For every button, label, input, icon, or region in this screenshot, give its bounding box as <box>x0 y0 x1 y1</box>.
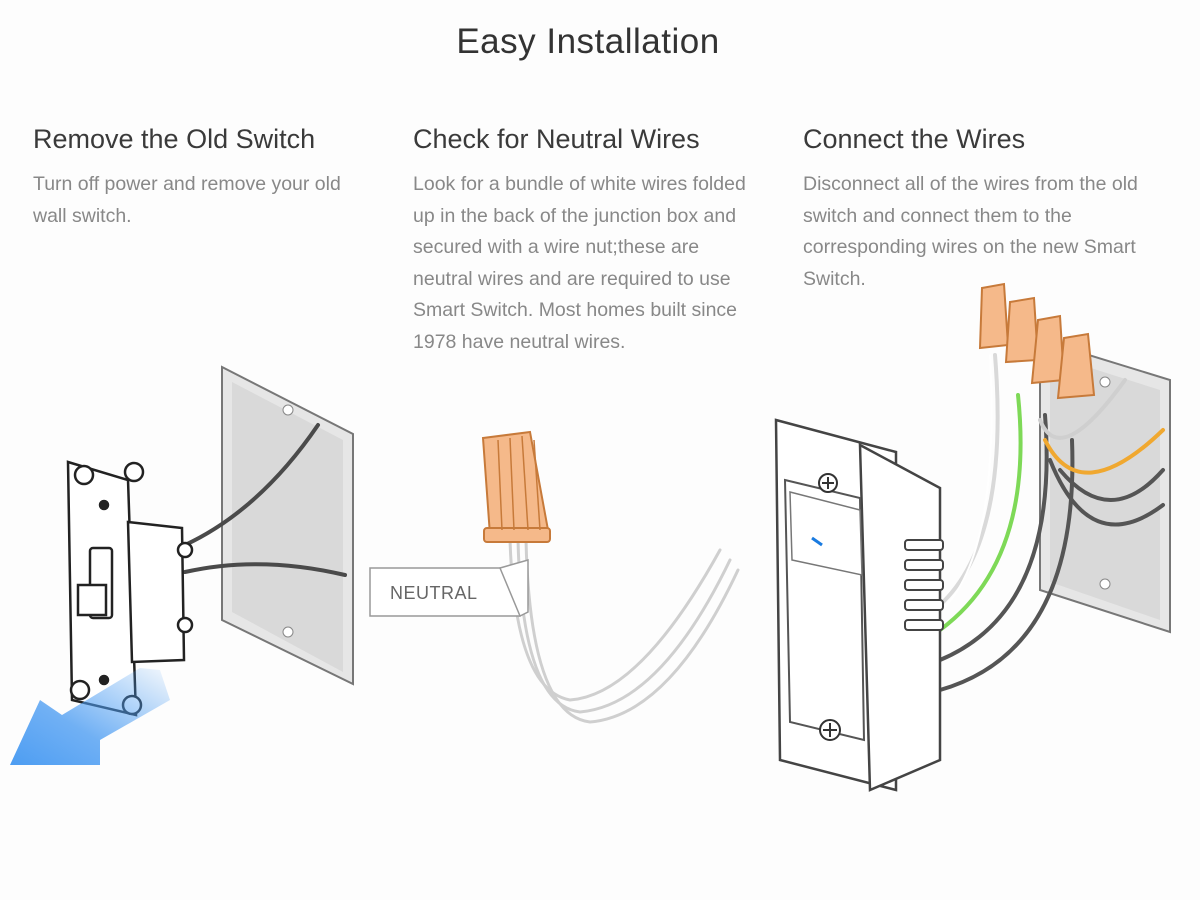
old-switch-wires <box>183 423 347 577</box>
arrow-icon <box>10 668 170 765</box>
indicator-led <box>811 536 823 547</box>
neutral-wires <box>508 538 740 724</box>
step-connect-wires: Connect the Wires Disconnect all of the … <box>803 124 1173 295</box>
wall-box-right <box>1039 338 1171 634</box>
screw-icon <box>818 473 841 741</box>
step-description: Turn off power and remove your old wall … <box>33 173 341 227</box>
neutral-tag <box>369 559 529 618</box>
step-heading: Remove the Old Switch <box>33 124 316 154</box>
step-remove-old-switch: Remove the Old Switch Turn off power and… <box>33 124 373 232</box>
wall-box-left <box>221 365 354 686</box>
step-heading: Connect the Wires <box>803 124 1026 154</box>
wire-nuts-icon <box>978 282 1096 400</box>
smart-switch-icon <box>774 418 944 792</box>
smart-switch-wires <box>938 353 1165 692</box>
step-description: Look for a bundle of white wires folded … <box>413 173 746 353</box>
neutral-label: NEUTRAL <box>390 583 478 603</box>
page-title: Easy Installation <box>456 22 720 61</box>
wire-nut-icon <box>481 430 551 543</box>
step-description: Disconnect all of the wires from the old… <box>803 173 1138 290</box>
step-check-neutral-wires: Check for Neutral Wires Look for a bundl… <box>413 124 753 358</box>
step-heading: Check for Neutral Wires <box>413 124 700 154</box>
